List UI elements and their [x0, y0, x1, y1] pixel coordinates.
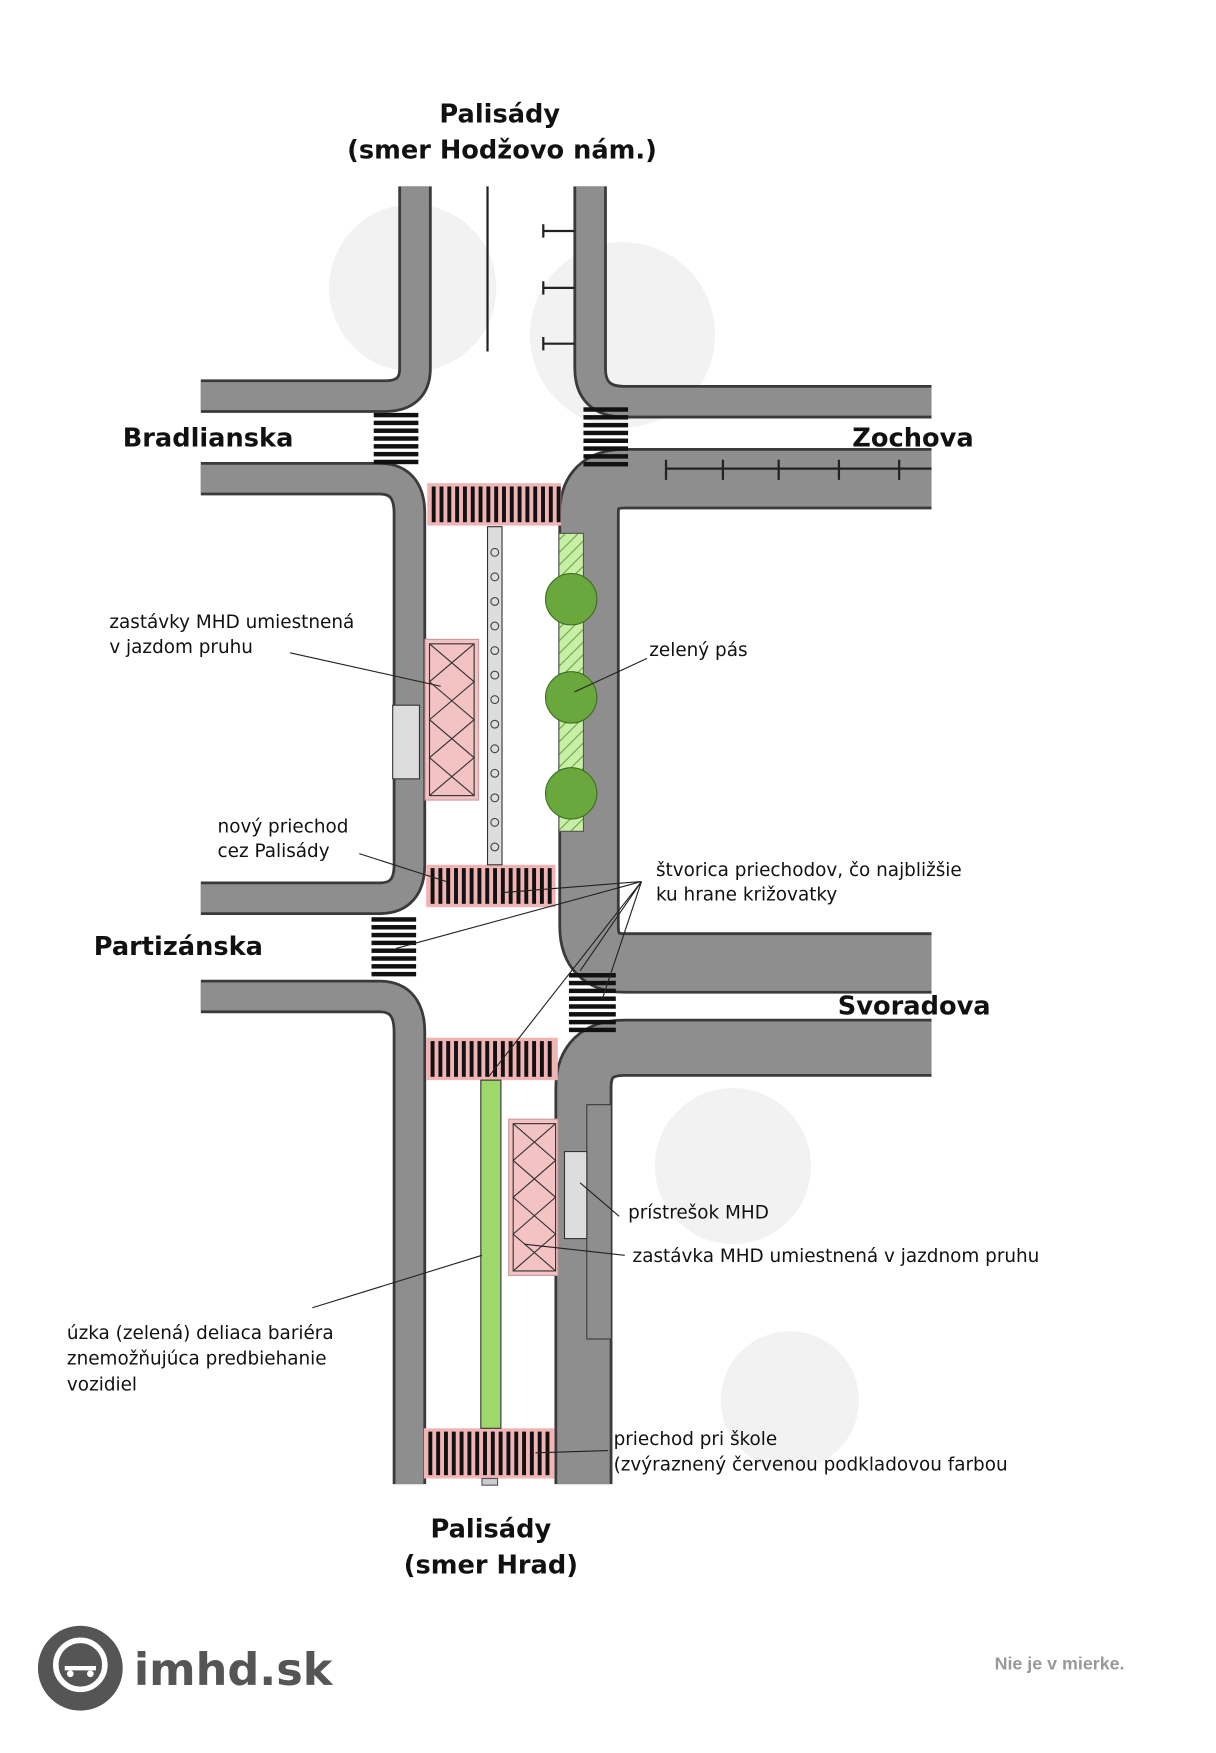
parking-marks [542, 224, 932, 480]
bollard-icon [490, 572, 500, 582]
annotation-stop-lower: zastávka MHD umiestnená v jazdnom pruhu [633, 1246, 1040, 1267]
bollard-icon [490, 596, 500, 606]
bollard-icon [490, 670, 500, 680]
street-svoradova: Svoradova [838, 991, 991, 1021]
bollard-icon [490, 621, 500, 631]
zebra-crossing [583, 407, 629, 467]
bollard-icon [490, 547, 500, 557]
leader-lines [289, 652, 648, 1454]
annotation-barrier-1: úzka (zelená) deliaca bariéra [67, 1323, 334, 1344]
zebra-crossing [371, 917, 417, 977]
imhd-logo-icon [37, 1625, 123, 1711]
bollard-icon [490, 793, 500, 803]
annotation-new-crossing-2: cez Palisády [218, 841, 330, 862]
annotation-barrier-2: znemožňujúca predbiehanie [67, 1349, 327, 1370]
zebra-crossing [568, 973, 616, 1033]
annotation-new-crossing-1: nový priechod [218, 816, 349, 837]
brand-name: imhd.sk [134, 1644, 334, 1696]
bollard-icon [490, 817, 500, 827]
bus-shelter-lower [563, 1150, 588, 1240]
tree-icon [544, 671, 598, 724]
direction-bottom-line2: (smer Hrad) [404, 1550, 578, 1580]
tree-icon [544, 767, 598, 820]
green-barrier [480, 1079, 502, 1429]
roads [200, 186, 932, 1485]
bollard-icon [490, 744, 500, 754]
annotation-shelter: prístrešok MHD [628, 1203, 769, 1224]
annotation-stops-upper-1: zastávky MHD umiestnená [109, 612, 354, 633]
red-crossing [426, 864, 556, 908]
tree-icon [544, 572, 598, 626]
tree-icons [544, 572, 598, 820]
bus-shelter-upper [392, 704, 421, 780]
annotation-barrier-3: vozidiel [67, 1374, 137, 1395]
annotation-stops-upper-2: v jazdom pruhu [109, 637, 253, 658]
bollard-icon [490, 695, 500, 705]
street-partizanska: Partizánska [94, 932, 263, 962]
red-crossing [426, 1037, 558, 1081]
annotation-school-crossing-2: (zvýraznený červenou podkladovou farbou [614, 1455, 1008, 1476]
red-crossings [423, 483, 562, 1479]
direction-bottom-line1: Palisády [431, 1515, 552, 1545]
street-bradlianska: Bradlianska [123, 423, 294, 453]
bollard-icon [490, 646, 500, 656]
annotation-four-crossings-1: štvorica priechodov, čo najbližšie [656, 860, 962, 881]
annotation-four-crossings-2: ku hrane križovatky [656, 884, 837, 905]
bus-stop-lower [508, 1118, 559, 1276]
zebra-crossings [371, 407, 629, 1033]
direction-top-line2: (smer Hodžovo nám.) [347, 135, 657, 165]
annotation-green-strip: zelený pás [649, 640, 747, 661]
bollard-icon [490, 719, 500, 729]
railing-barrier [486, 526, 503, 866]
bus-stop-upper [424, 638, 480, 801]
bollard-icon [490, 842, 500, 852]
annotation-school-crossing-1: priechod pri škole [614, 1429, 778, 1450]
scale-note: Nie je v mierke. [995, 1653, 1125, 1673]
direction-top-line1: Palisády [439, 100, 560, 130]
red-crossing [427, 483, 562, 526]
red-crossing [423, 1428, 555, 1479]
street-zochova: Zochova [852, 423, 973, 453]
zebra-crossing [373, 412, 419, 465]
bollard-icon [490, 768, 500, 778]
